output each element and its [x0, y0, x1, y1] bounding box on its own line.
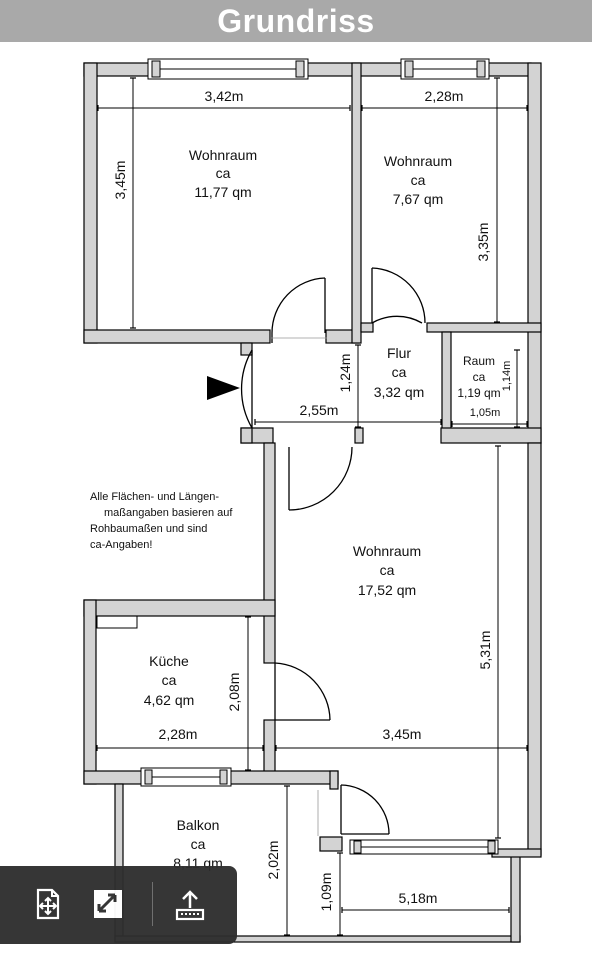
room-ca: ca	[162, 672, 177, 688]
room-name: Balkon	[177, 817, 220, 833]
room-ca: ca	[191, 836, 206, 852]
room-ca: ca	[473, 370, 486, 384]
room-area: 1,19 qm	[457, 386, 500, 400]
dimension-label: 1,09m	[318, 873, 334, 912]
export-icon	[175, 890, 205, 921]
dimension-lines	[96, 77, 528, 936]
room-ca: ca	[216, 165, 231, 181]
fullscreen-icon	[94, 890, 122, 918]
note-line: maßangaben basieren auf	[104, 507, 233, 519]
dimension-label: 2,28m	[159, 726, 198, 742]
dimension-label: 1,24m	[337, 354, 353, 393]
title-bar: Grundriss	[0, 0, 592, 42]
room-area: 17,52 qm	[358, 582, 416, 598]
room-name: Flur	[387, 345, 411, 361]
room-name: Küche	[149, 653, 189, 669]
dimension-label: 5,31m	[477, 631, 493, 670]
dimension-label: 2,02m	[265, 841, 281, 880]
toolbar-separator	[152, 882, 153, 926]
dimension-label: 3,45m	[112, 161, 128, 200]
dimension-label: 2,28m	[425, 88, 464, 104]
entrance-arrow-icon	[207, 376, 240, 400]
fit-to-page-icon	[36, 888, 60, 920]
fit-to-page-button[interactable]	[30, 886, 66, 922]
windows	[140, 58, 499, 855]
room-ca: ca	[411, 172, 426, 188]
dimension-label: 3,42m	[205, 88, 244, 104]
room-ca: ca	[380, 562, 395, 578]
dimension-label: 3,35m	[475, 223, 491, 262]
room-ca: ca	[392, 364, 407, 380]
export-button[interactable]	[172, 886, 208, 922]
dimension-label: 1,14m	[501, 361, 513, 392]
room-name: Wohnraum	[353, 543, 421, 559]
note-line: Alle Flächen- und Längen-	[90, 491, 219, 503]
dimension-label: 5,18m	[399, 890, 438, 906]
kitchen-counter	[96, 615, 138, 629]
room-area: 11,77 qm	[194, 184, 251, 200]
dimension-label: 3,45m	[383, 726, 422, 742]
room-name: Wohnraum	[189, 147, 257, 163]
room-area: 4,62 qm	[144, 692, 195, 708]
note-line: Rohbaumaßen und sind	[90, 523, 207, 535]
viewer-toolbar	[0, 866, 237, 944]
room-area: 7,67 qm	[393, 191, 444, 207]
fullscreen-button[interactable]	[90, 886, 126, 922]
dimension-label: 1,05m	[470, 407, 501, 419]
dimension-label: 2,55m	[300, 402, 339, 418]
note-line: ca-Angaben!	[90, 539, 152, 551]
walls	[83, 62, 542, 943]
room-area: 3,32 qm	[374, 384, 425, 400]
room-name: Raum	[463, 354, 495, 368]
room-name: Wohnraum	[384, 153, 452, 169]
doors	[240, 267, 426, 836]
dimension-label: 2,08m	[226, 673, 242, 712]
page-title: Grundriss	[217, 2, 375, 39]
